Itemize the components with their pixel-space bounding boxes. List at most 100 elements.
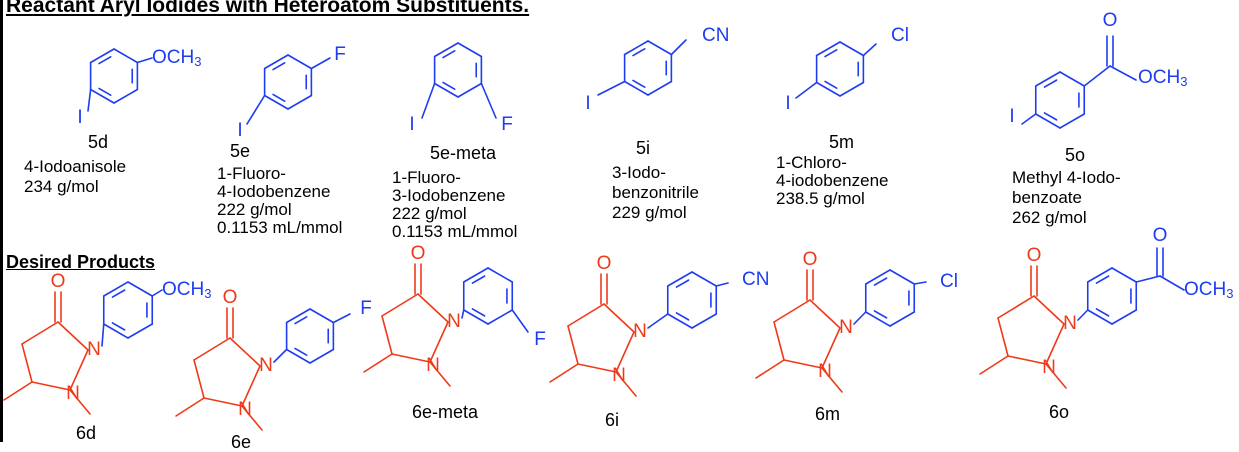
benzene-ring [285,308,311,324]
ring-bond [1007,355,1047,365]
benzene-ring [1034,71,1061,87]
iodine-atom: I [585,93,590,114]
molecular-weight: 234 g/mol [24,177,99,196]
benzene-ring [127,281,154,297]
chlorine-atom: Cl [891,25,909,46]
benzene-ring [127,323,154,339]
carbonyl-oxygen: O [1103,10,1118,31]
benzene-ring [89,88,115,104]
compound-name: 1-Chloro- [776,153,847,172]
ring-bond [429,321,449,363]
bond [853,311,867,325]
benzene-ring [647,80,673,96]
ring-bond [615,331,635,373]
nitrogen-atom: N [633,321,647,342]
iodine-atom: I [77,107,82,128]
ring-bond [193,337,231,361]
iodine-atom: I [237,120,242,141]
benzene-ring [102,281,129,297]
ring-bond [773,299,811,323]
benzene-ring [1111,267,1138,283]
compound-id: 6e [231,432,252,452]
bond [136,57,153,64]
ring-bond [203,397,243,407]
ring-bond [193,359,205,399]
bond [647,313,669,329]
ring-bond [603,303,635,333]
bond [1109,65,1137,81]
fluorine-atom: F [501,114,513,135]
bond [1135,275,1161,283]
benzene-ring [1059,71,1086,87]
ring-bond [1033,295,1065,325]
benzene-ring [285,348,311,364]
methoxy-group: OCH3 [1184,279,1233,301]
compound-name: 1-Fluoro- [217,164,286,183]
benzene-ring [113,88,139,104]
density: 0.1153 mL/mmol [392,222,518,241]
bond [1159,275,1185,291]
aromatic-double-bond [442,50,456,59]
aromatic-double-bond [294,316,308,325]
compound-id: 5d [88,132,109,152]
benzene-ring [666,313,693,329]
methyl-bond [3,381,33,401]
methyl-bond [979,355,1009,375]
ring-bond [1045,323,1065,365]
benzene-ring [1086,267,1113,283]
aromatic-double-bond [98,87,112,96]
ring-bond [809,299,841,329]
aromatic-double-bond [442,81,456,90]
compound-id: 5o [1065,145,1086,165]
ring-bond [21,343,33,383]
methoxy-group: OCH3 [1138,67,1187,89]
molecular-weight: 222 g/mol [217,200,292,219]
compound-name: 4-Iodoanisole [24,157,127,176]
ring-bond [31,381,71,391]
benzene-ring [666,271,693,287]
aromatic-double-bond [471,275,486,284]
compound-id: 6m [815,404,841,424]
methyl-bond [241,405,263,431]
bond [151,289,163,297]
benzene-ring [623,40,649,56]
compound-id: 5e-meta [430,143,497,163]
ring-bond [69,349,89,391]
ring-bond [21,321,59,345]
methyl-bond [429,361,451,387]
benzene-ring [263,54,289,70]
cyano-group: CN [742,269,769,290]
iodine-atom: I [1009,106,1014,127]
nitrogen-atom: N [612,365,626,386]
compound-id: 6e-meta [412,402,479,422]
methyl-bond [69,389,91,415]
nitrogen-atom: N [839,317,853,338]
ring-bond [391,353,431,363]
aromatic-double-bond [272,93,286,102]
ring-bond [57,321,89,351]
carbonyl-oxygen: O [803,249,818,270]
aromatic-double-bond [272,62,286,71]
chlorine-atom: Cl [940,271,958,292]
benzene-ring [647,40,673,56]
cyano-group: CN [702,25,729,46]
methyl-bond [1045,363,1067,389]
nitrogen-atom: N [238,399,252,420]
ring-bond [783,359,823,369]
ring-bond [381,293,419,317]
ring-bond [773,321,785,361]
compound-name: 4-iodobenzene [776,171,889,190]
bond [480,82,497,119]
benzene-ring [462,309,489,325]
carbonyl-oxygen: O [1153,225,1168,246]
bond [273,348,288,363]
nitrogen-atom: N [259,355,273,376]
compound-name: 1-Fluoro- [392,168,461,187]
methyl-bond [615,371,637,397]
bond [1083,65,1111,87]
molecular-weight: 238.5 g/mol [776,189,865,208]
benzene-ring [89,48,115,64]
ring-bond [241,365,261,407]
aromatic-double-bond [471,308,486,317]
ring-bond [997,295,1035,319]
